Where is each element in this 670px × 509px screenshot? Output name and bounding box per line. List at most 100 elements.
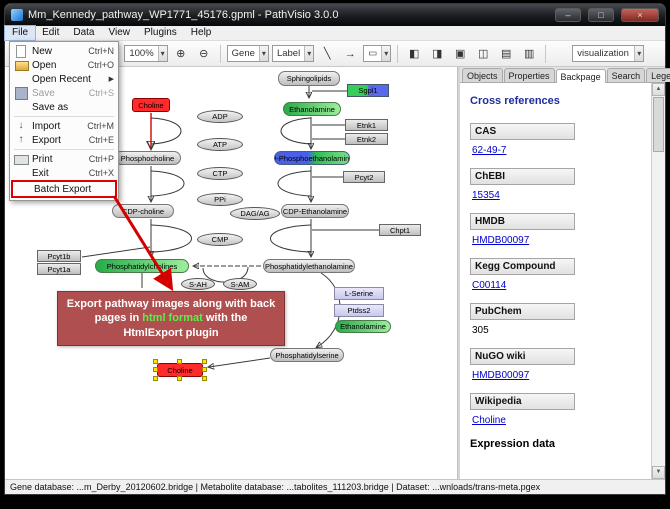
- menu-item-label: Batch Export: [34, 183, 92, 195]
- zoom-out-button[interactable]: ⊖: [194, 44, 214, 64]
- pathway-node-choline[interactable]: Choline: [157, 363, 203, 377]
- pathway-node-chpt1[interactable]: Chpt1: [379, 224, 421, 236]
- align-center-button[interactable]: ▣: [450, 44, 470, 64]
- menubar-item-help[interactable]: Help: [190, 27, 212, 38]
- crossref-link[interactable]: HMDB00097: [472, 370, 530, 381]
- crossref-link[interactable]: C00114: [472, 280, 507, 291]
- pathway-node-o-phosphoethanolamine[interactable]: O-Phosphoethanolamine: [274, 151, 350, 165]
- menubar-item-file[interactable]: File: [3, 25, 37, 41]
- pathway-node-s-ah[interactable]: S-AH: [181, 278, 215, 290]
- pathway-node-ethanolamine[interactable]: Ethanolamine: [283, 102, 341, 116]
- menu-shortcut: Ctrl+X: [88, 168, 114, 178]
- pathway-node-dag-ag[interactable]: DAG/AG: [230, 207, 280, 220]
- selection-handle[interactable]: [153, 359, 158, 364]
- scroll-up-icon[interactable]: ▲: [652, 83, 665, 96]
- pathway-node-atp[interactable]: ATP: [197, 138, 243, 151]
- pathway-node-ethanolamine[interactable]: Ethanolamine: [335, 320, 391, 333]
- pathway-node-s-am[interactable]: S-AM: [223, 278, 257, 290]
- zoom-select[interactable]: 100% ▾: [124, 45, 168, 62]
- pathway-node-pcyt1b[interactable]: Pcyt1b: [37, 250, 81, 262]
- arrow-tool-button[interactable]: →: [340, 44, 360, 64]
- gene-datanode-select[interactable]: Gene ▾: [226, 45, 269, 62]
- menu-shortcut: Ctrl+N: [88, 46, 114, 56]
- pathway-node-etnk2[interactable]: Etnk2: [345, 133, 388, 145]
- menu-item-label: Import: [32, 120, 61, 132]
- pathway-node-ptdss2[interactable]: Ptdss2: [334, 304, 384, 317]
- crossref-link[interactable]: 15354: [472, 190, 500, 201]
- selection-handle[interactable]: [177, 376, 182, 381]
- pathway-node-cdp-choline[interactable]: CDP-choline: [112, 204, 174, 218]
- crossref-link[interactable]: HMDB00097: [472, 235, 530, 246]
- menu-shortcut: Ctrl+S: [88, 88, 114, 98]
- crossref-link[interactable]: 62-49-7: [472, 145, 507, 156]
- menubar-item-edit[interactable]: Edit: [42, 27, 60, 38]
- tab-search[interactable]: Search: [606, 68, 646, 82]
- tab-properties[interactable]: Properties: [503, 68, 555, 82]
- selection-handle[interactable]: [202, 359, 207, 364]
- selection-handle[interactable]: [153, 367, 158, 372]
- pathway-node-ctp[interactable]: CTP: [197, 167, 243, 180]
- match-height-button[interactable]: ▥: [519, 44, 539, 64]
- align-right-button[interactable]: ◨: [427, 44, 447, 64]
- align-left-button[interactable]: ◧: [404, 44, 424, 64]
- pathway-node-phosphatidylcholines[interactable]: Phosphatidylcholines: [95, 259, 189, 273]
- pathway-node-phosphatidylserine[interactable]: Phosphatidylserine: [270, 348, 344, 362]
- crossref-link[interactable]: Choline: [472, 415, 506, 426]
- close-button[interactable]: ×: [621, 8, 659, 22]
- label-select[interactable]: Label ▾: [271, 45, 315, 62]
- pathway-node-adp[interactable]: ADP: [197, 110, 243, 123]
- pathway-node-etnk1[interactable]: Etnk1: [345, 119, 388, 131]
- minimize-button[interactable]: –: [555, 8, 581, 22]
- pathway-node-pcyt2[interactable]: Pcyt2: [343, 171, 385, 183]
- panel-splitter[interactable]: [457, 67, 460, 479]
- pathway-node-ppi[interactable]: PPi: [197, 193, 243, 206]
- match-width-button[interactable]: ▤: [496, 44, 516, 64]
- menubar-item-plugins[interactable]: Plugins: [143, 27, 177, 38]
- file-menu-item-open-recent[interactable]: Open Recent▶: [11, 72, 117, 86]
- sidebar-scrollbar[interactable]: ▲ ▼: [651, 83, 665, 479]
- tab-objects[interactable]: Objects: [462, 68, 503, 82]
- file-menu-item-batch-export[interactable]: Batch Export: [11, 180, 117, 198]
- pathway-node-choline[interactable]: Choline: [132, 98, 170, 112]
- zoom-in-button[interactable]: ⊕: [171, 44, 191, 64]
- file-menu-item-save-as[interactable]: Save as: [11, 100, 117, 114]
- pathway-node-l-serine[interactable]: L-Serine: [334, 287, 384, 300]
- pathway-node-cmp[interactable]: CMP: [197, 233, 243, 246]
- selection-handle[interactable]: [177, 359, 182, 364]
- pathway-node-sphingolipids[interactable]: Sphingolipids: [278, 71, 340, 86]
- shape-select[interactable]: ▭ ▾: [363, 45, 392, 62]
- pathway-node-phosphocholine[interactable]: Phosphocholine: [114, 151, 181, 165]
- selection-handle[interactable]: [202, 367, 207, 372]
- selection-handle[interactable]: [153, 376, 158, 381]
- menu-separator: [14, 116, 114, 117]
- maximize-button[interactable]: □: [588, 8, 614, 22]
- scrollbar-thumb[interactable]: [653, 97, 664, 152]
- pathway-node-sgpl1[interactable]: Sgpl1: [347, 84, 389, 97]
- menubar-item-data[interactable]: Data: [73, 27, 95, 38]
- scroll-down-icon[interactable]: ▼: [652, 466, 665, 479]
- tab-backpage[interactable]: Backpage: [555, 69, 606, 83]
- pathway-node-pcyt1a[interactable]: Pcyt1a: [37, 263, 81, 275]
- chevron-down-icon: ▾: [304, 46, 314, 61]
- distribute-button[interactable]: ◫: [473, 44, 493, 64]
- line-tool-button[interactable]: ╲: [317, 44, 337, 64]
- pathway-node-phosphatidylethanolamine[interactable]: Phosphatidylethanolamine: [263, 259, 355, 273]
- pathway-node-cdp-ethanolamine[interactable]: CDP-Ethanolamine: [281, 204, 349, 218]
- tab-legend[interactable]: Legend: [646, 68, 670, 82]
- visualization-select[interactable]: visualization ▾: [572, 45, 645, 62]
- selection-handle[interactable]: [202, 376, 207, 381]
- menubar-item-view[interactable]: View: [108, 27, 130, 38]
